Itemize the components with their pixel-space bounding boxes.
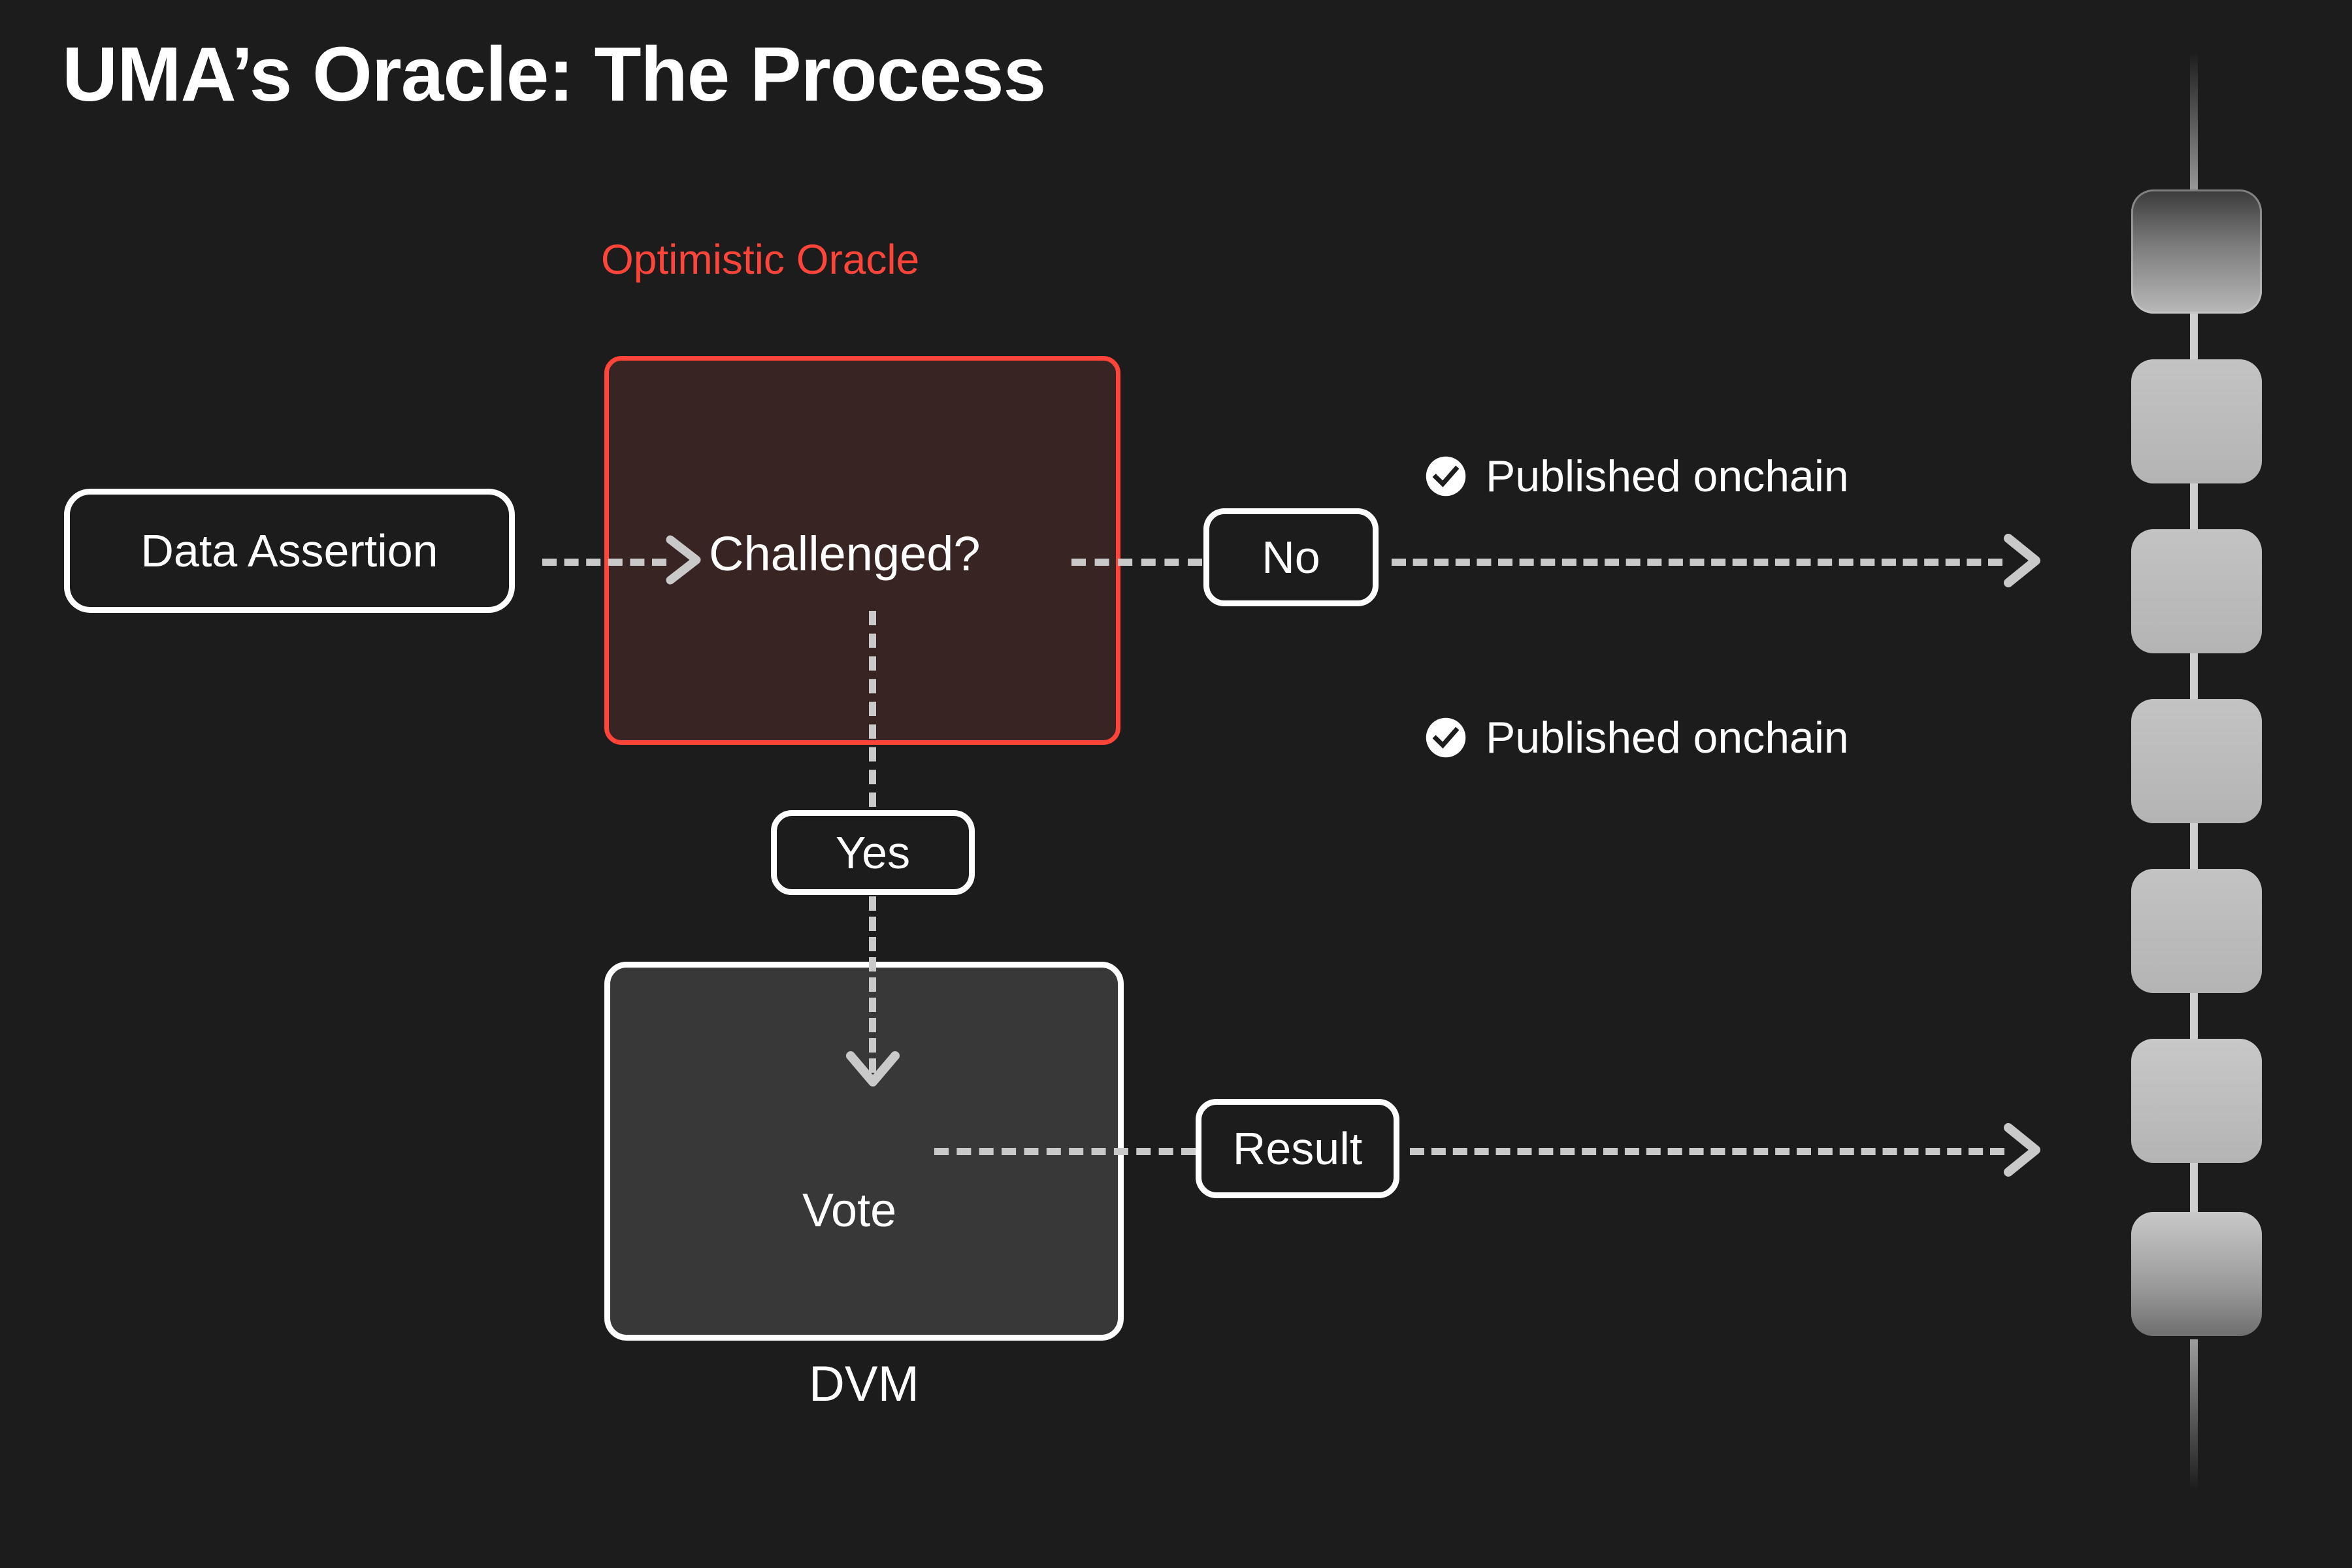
vote-label: Vote	[802, 1184, 897, 1237]
chain-link	[2190, 1163, 2198, 1215]
check-circle-icon	[1426, 456, 1466, 497]
connector-vote-to-result	[934, 1148, 1196, 1155]
chain-block	[2131, 1039, 2262, 1163]
connector-no-to-blockchain	[1392, 559, 2002, 566]
chain-block	[2131, 1212, 2262, 1336]
arrow-right-icon	[1998, 529, 2050, 592]
arrow-down-icon	[841, 1045, 904, 1096]
page-title: UMA’s Oracle: The Process	[62, 31, 1046, 118]
connector-result-to-blockchain	[1410, 1148, 2004, 1155]
connector-yes-to-vote	[869, 896, 876, 1073]
chain-link	[2190, 314, 2198, 366]
chain-block	[2131, 529, 2262, 653]
chain-block	[2131, 189, 2262, 314]
arrow-right-icon	[661, 531, 707, 589]
chain-link	[2190, 653, 2198, 706]
node-result[interactable]: Result	[1196, 1099, 1399, 1198]
connector-challenged-to-no	[1071, 559, 1202, 566]
chain-block	[2131, 699, 2262, 823]
chain-link	[2190, 483, 2198, 536]
blockchain-column	[2122, 0, 2266, 1568]
chain-link	[2190, 823, 2198, 875]
chain-link	[2190, 993, 2198, 1045]
node-data-assertion[interactable]: Data Assertion	[64, 489, 515, 613]
arrow-right-icon	[1998, 1119, 2050, 1181]
published-onchain-1: Published onchain	[1424, 451, 1849, 502]
node-no[interactable]: No	[1203, 508, 1379, 606]
optimistic-oracle-label: Optimistic Oracle	[601, 236, 920, 283]
published-onchain-label: Published onchain	[1486, 451, 1849, 501]
chain-block	[2131, 359, 2262, 483]
connector-assertion-to-challenged	[542, 559, 666, 566]
chain-link	[2190, 1339, 2198, 1490]
challenged-decision-label: Challenged?	[709, 527, 981, 581]
chain-link	[2190, 52, 2198, 196]
published-onchain-2: Published onchain	[1424, 712, 1849, 763]
node-yes[interactable]: Yes	[771, 810, 975, 895]
dvm-caption: DVM	[809, 1356, 919, 1412]
chain-block	[2131, 869, 2262, 993]
check-circle-icon	[1426, 717, 1466, 758]
connector-challenged-to-yes	[869, 611, 876, 807]
published-onchain-label: Published onchain	[1486, 713, 1849, 762]
